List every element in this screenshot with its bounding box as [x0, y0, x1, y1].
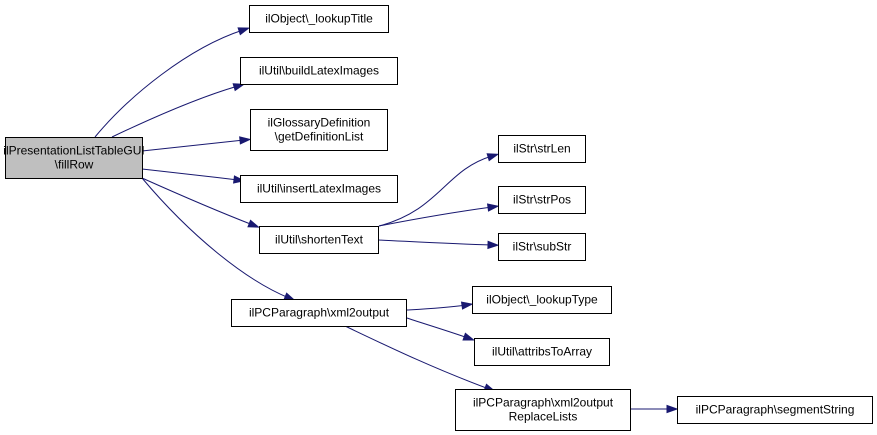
- node-box[interactable]: [259, 226, 379, 254]
- node-label-line: \fillRow: [55, 158, 94, 172]
- node-label-line: ilStr\subStr: [513, 240, 572, 254]
- node-box[interactable]: [474, 338, 610, 366]
- node-xml2output[interactable]: ilPCParagraph\xml2output: [231, 299, 407, 327]
- node-box[interactable]: [240, 57, 398, 85]
- arrowhead: [460, 301, 474, 310]
- node-label-line: ilGlossaryDefinition: [268, 116, 371, 130]
- edge-xml2output-to-lookupType: [406, 301, 474, 311]
- node-box[interactable]: [250, 109, 388, 151]
- edge-shortenText-to-strPos: [378, 203, 500, 227]
- node-buildLatexImages[interactable]: ilUtil\buildLatexImages: [240, 57, 398, 85]
- edge-xml2outputReplaceLists-to-segmentString: [631, 404, 679, 414]
- node-label-line: ilPCParagraph\segmentString: [696, 403, 855, 417]
- node-label-line: ilStr\strLen: [513, 142, 570, 156]
- node-label-line: ilUtil\buildLatexImages: [259, 64, 379, 78]
- node-label-line: ilUtil\insertLatexImages: [257, 182, 381, 196]
- edge-line: [378, 206, 493, 227]
- arrowhead: [247, 219, 261, 228]
- node-label-line: ReplaceLists: [509, 410, 578, 424]
- edge-line: [141, 177, 254, 226]
- node-label-line: ilPCParagraph\xml2output: [473, 396, 614, 410]
- arrowhead: [486, 153, 500, 162]
- node-lookupType[interactable]: ilObject\_lookupType: [472, 286, 612, 314]
- edge-line: [141, 139, 245, 152]
- node-lookupTitle[interactable]: ilObject\_lookupTitle: [249, 5, 389, 33]
- node-label-line: \getDefinitionList: [275, 130, 364, 144]
- edge-line: [141, 168, 239, 181]
- edge-line: [111, 85, 239, 138]
- edge-xml2output-to-attribsToArray: [406, 317, 476, 341]
- node-box[interactable]: [677, 396, 873, 424]
- arrowhead: [487, 240, 500, 250]
- arrowhead: [462, 332, 476, 341]
- node-label-line: ilObject\_lookupTitle: [265, 12, 373, 26]
- node-box[interactable]: [231, 299, 407, 327]
- edge-root-to-insertLatexImages: [141, 168, 246, 184]
- node-label-line: ilObject\_lookupType: [486, 293, 598, 307]
- arrowhead: [486, 203, 500, 212]
- edge-root-to-lookupTitle: [94, 27, 251, 138]
- node-root[interactable]: ilPresentationListTableGUI\fillRow: [3, 137, 145, 179]
- nodes-layer: ilPresentationListTableGUI\fillRow ilObje…: [3, 5, 873, 431]
- node-label-line: ilPCParagraph\xml2output: [249, 306, 390, 320]
- node-box[interactable]: [498, 135, 586, 163]
- edge-root-to-getDefinitionList: [141, 136, 252, 152]
- node-strLen[interactable]: ilStr\strLen: [498, 135, 586, 163]
- node-segmentString[interactable]: ilPCParagraph\segmentString: [677, 396, 873, 424]
- node-box[interactable]: [249, 5, 389, 33]
- edge-line: [406, 317, 469, 339]
- node-label-line: ilStr\strPos: [513, 193, 571, 207]
- node-strPos[interactable]: ilStr\strPos: [498, 186, 586, 214]
- node-label-line: ilUtil\shortenText: [275, 233, 364, 247]
- node-insertLatexImages[interactable]: ilUtil\insertLatexImages: [240, 175, 398, 203]
- arrowhead: [239, 136, 252, 145]
- node-box[interactable]: [498, 186, 586, 214]
- edge-line: [94, 29, 244, 138]
- node-box[interactable]: [472, 286, 612, 314]
- edge-line: [378, 155, 493, 227]
- edge-line: [378, 239, 493, 246]
- node-shortenText[interactable]: ilUtil\shortenText: [259, 226, 379, 254]
- node-attribsToArray[interactable]: ilUtil\attribsToArray: [474, 338, 610, 366]
- edge-root-to-shortenText: [141, 177, 261, 228]
- node-box[interactable]: [498, 233, 586, 261]
- edge-line: [344, 325, 490, 390]
- arrowhead: [237, 27, 251, 36]
- arrowhead: [232, 83, 246, 92]
- edge-xml2output-to-xml2outputReplaceLists: [344, 325, 497, 392]
- edge-shortenText-to-strLen: [378, 153, 500, 227]
- node-label-line: ilPresentationListTableGUI: [3, 144, 144, 158]
- root-node-box[interactable]: [5, 137, 143, 179]
- node-getDefinitionList[interactable]: ilGlossaryDefinition\getDefinitionList: [250, 109, 388, 151]
- edge-root-to-buildLatexImages: [111, 83, 246, 138]
- node-box[interactable]: [240, 175, 398, 203]
- edge-line: [406, 304, 467, 311]
- node-box[interactable]: [455, 389, 631, 431]
- node-subStr[interactable]: ilStr\subStr: [498, 233, 586, 261]
- arrowhead: [666, 404, 679, 414]
- edge-line: [141, 177, 290, 299]
- node-label-line: ilUtil\attribsToArray: [492, 345, 592, 359]
- edge-shortenText-to-subStr: [378, 239, 500, 250]
